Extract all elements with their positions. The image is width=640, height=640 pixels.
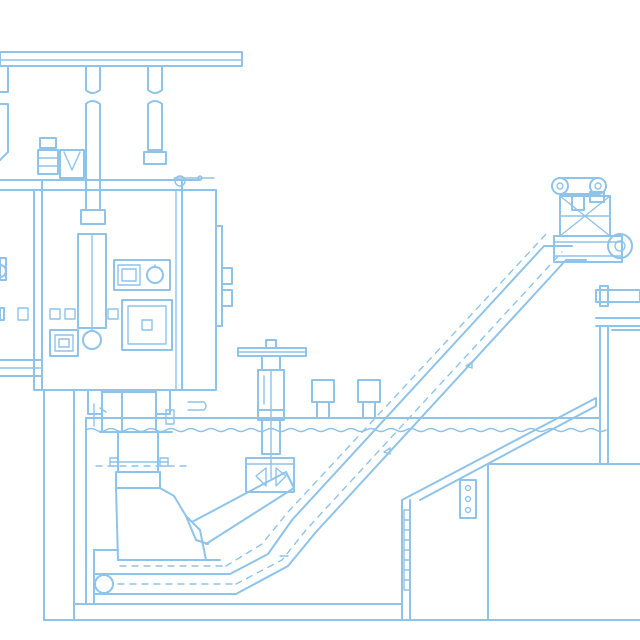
outlet-chute xyxy=(401,397,640,621)
head-drive xyxy=(551,177,633,263)
exhaust-pipes xyxy=(0,65,167,225)
right-equipment xyxy=(595,285,640,465)
instrument-panels xyxy=(0,257,173,357)
main-cabinet xyxy=(0,175,233,391)
top-motor xyxy=(37,137,85,179)
inner-duct xyxy=(77,233,107,350)
overhead-beam xyxy=(0,51,243,67)
lower-chute xyxy=(93,471,295,595)
water-tank xyxy=(43,417,640,621)
hopper xyxy=(43,389,209,621)
tank-valves xyxy=(311,379,381,419)
agitator xyxy=(237,339,307,493)
